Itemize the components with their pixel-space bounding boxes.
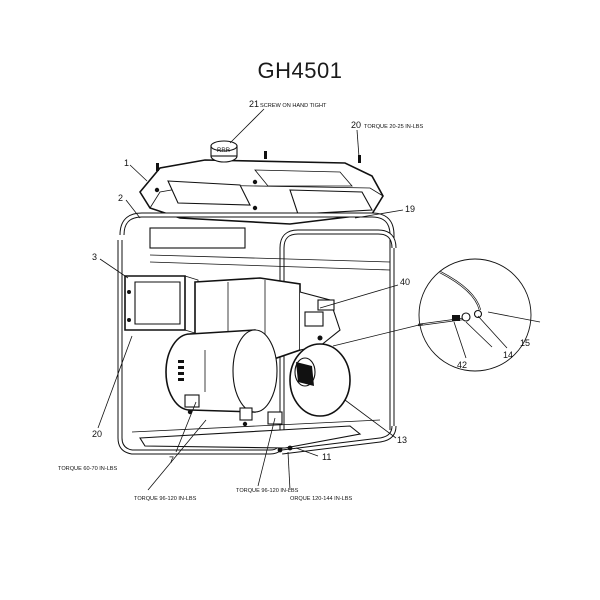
callout-7: 7 xyxy=(169,455,174,465)
fuel-tank: RRR xyxy=(139,140,384,225)
note-torque-bottom-1: TORQUE 96-120 IN-LBS xyxy=(134,496,197,502)
note-torque-bottom-2: TORQUE 96-120 IN-LBS xyxy=(236,488,299,494)
base-mounts xyxy=(139,394,362,453)
leader-lines xyxy=(97,108,508,491)
diagram-title: GH4501 xyxy=(257,58,343,83)
note-torque-top: TORQUE 20-25 IN-LBS xyxy=(364,124,424,130)
callout-2: 2 xyxy=(118,193,123,203)
alternator xyxy=(165,329,278,413)
callout-20-left: 20 xyxy=(92,429,102,439)
note-torque-left: TORQUE 60-70 IN-LBS xyxy=(58,466,118,472)
callout-14: 14 xyxy=(503,350,513,360)
callout-42: 42 xyxy=(457,360,467,370)
fuel-line-detail xyxy=(417,258,541,372)
svg-text:RRR: RRR xyxy=(217,148,231,154)
callout-13: 13 xyxy=(397,435,407,445)
callout-15: 15 xyxy=(520,338,530,348)
callout-21: 21 xyxy=(249,99,259,109)
note-torque-bottom-3: ORQUE 120-144 IN-LBS xyxy=(290,496,352,502)
callout-19: 19 xyxy=(405,204,415,214)
callout-1: 1 xyxy=(124,158,129,168)
control-box xyxy=(124,275,199,335)
callout-11: 11 xyxy=(322,452,331,462)
callout-40: 40 xyxy=(400,277,410,287)
note-screw-on: SCREW ON HAND TIGHT xyxy=(260,103,327,109)
recoil-starter xyxy=(289,343,351,417)
callout-3: 3 xyxy=(92,252,97,262)
callout-20-top: 20 xyxy=(351,120,361,130)
